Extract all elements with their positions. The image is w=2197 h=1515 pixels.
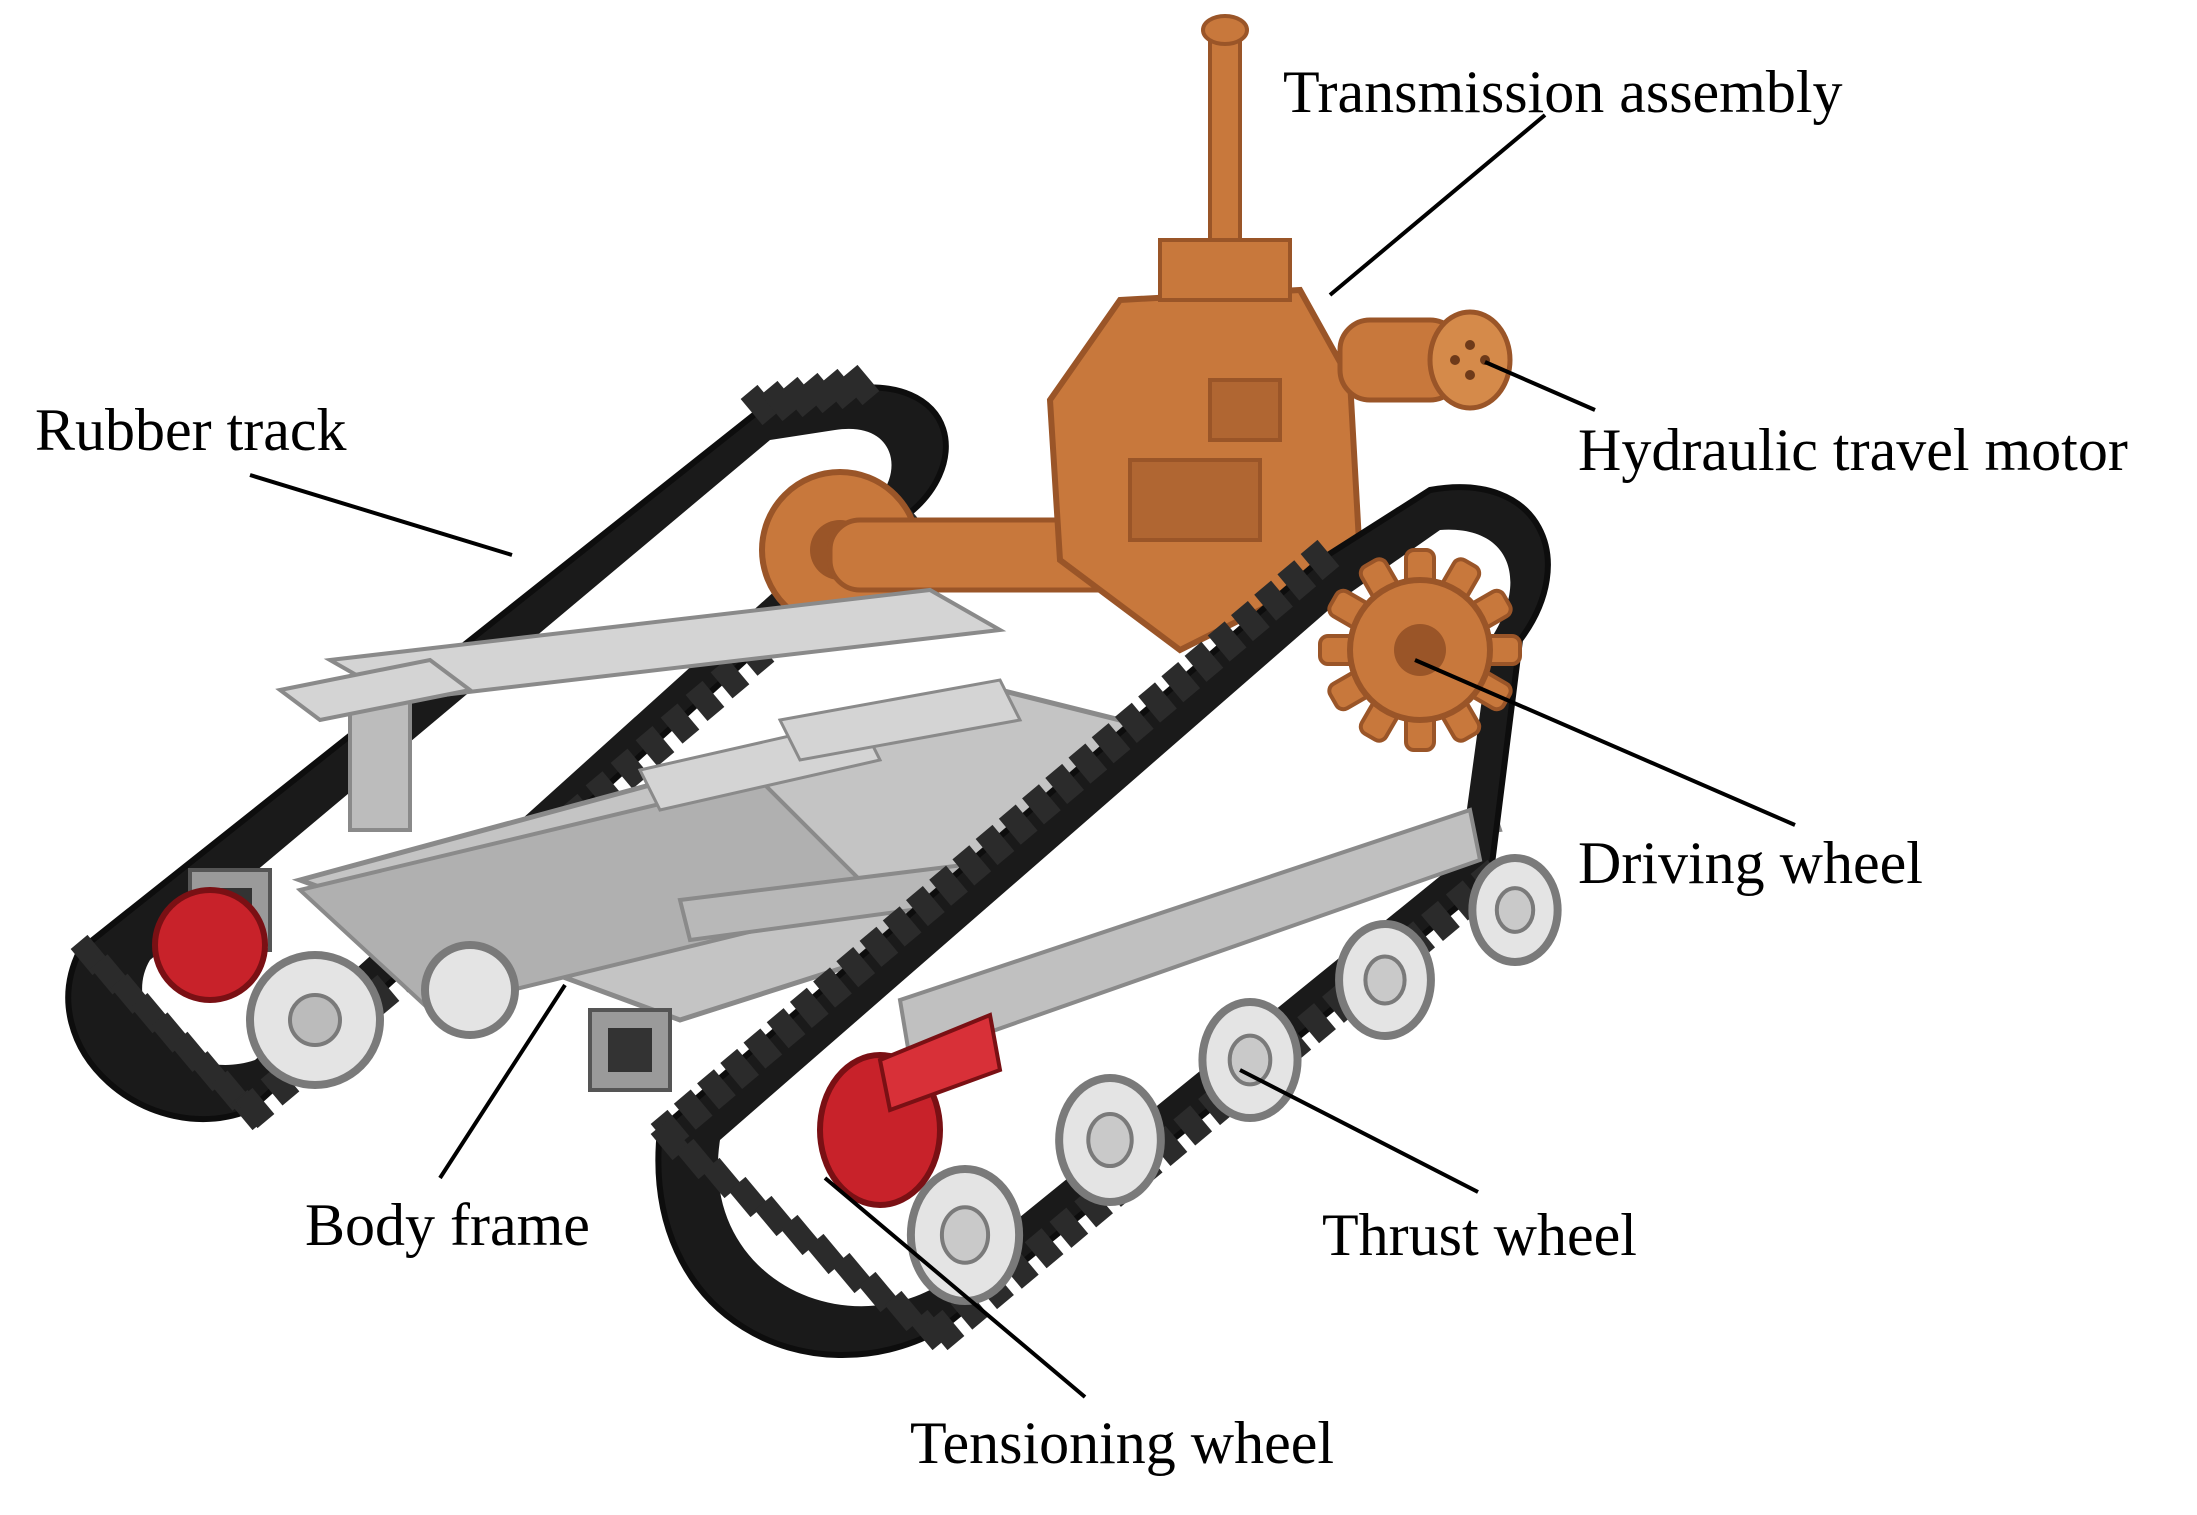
track-lug (1068, 743, 1108, 784)
track-lug (710, 658, 750, 699)
right-track-frame (897, 807, 1483, 1063)
track-lug (832, 1252, 872, 1294)
track-lug (1024, 1228, 1064, 1269)
label-tensioning-wheel: Tensioning wheel (910, 1410, 1335, 1476)
label-rubber-track: Rubber track (35, 397, 347, 463)
leader-driving-wheel (1414, 658, 1796, 827)
track-lug (1231, 600, 1270, 642)
leader-thrust-wheel (1239, 1068, 1479, 1194)
track-lug (800, 372, 840, 414)
track-lug (840, 364, 880, 406)
track-lug (766, 1008, 806, 1049)
track-lug (859, 926, 899, 967)
track-lug (1114, 702, 1154, 743)
track-lug (1277, 560, 1317, 601)
track-lug (697, 1069, 736, 1110)
track-lug (820, 368, 860, 410)
track-lug (754, 1195, 794, 1237)
track-lug (806, 1233, 846, 1275)
track-lug (1161, 662, 1201, 703)
track-lug (1254, 580, 1293, 621)
label-body-frame: Body frame (305, 1192, 590, 1258)
tensioning-wheel (817, 1012, 1003, 1208)
track-lug (952, 845, 992, 886)
hydraulic-travel-motor (1337, 309, 1513, 411)
track-lug (1184, 641, 1224, 682)
thrust-wheel-hub (1227, 1033, 1273, 1087)
leader-tensioning-wheel (823, 1176, 1087, 1399)
track-lug (610, 748, 650, 789)
track-lug (685, 680, 725, 722)
track-lug (780, 376, 820, 418)
track-lug (650, 1119, 690, 1161)
track-lug (1022, 784, 1061, 825)
driving-wheel (1318, 548, 1522, 752)
track-lug (1173, 1105, 1213, 1146)
track-lug (1138, 682, 1177, 723)
thrust-wheels (906, 854, 1562, 1305)
track-lug (836, 947, 876, 988)
leader-lines (249, 113, 1796, 1399)
thrust-wheel-hub (1086, 1111, 1134, 1169)
track-lug (740, 384, 780, 426)
track-lug (1297, 1003, 1336, 1044)
label-transmission-assembly: Transmission assembly (1283, 59, 1843, 125)
track-lug (998, 804, 1038, 845)
track-lug (660, 703, 700, 744)
leader-rubber-track (249, 473, 513, 557)
track-lug (676, 1138, 716, 1180)
track-lug (884, 1290, 924, 1332)
leader-transmission (1328, 113, 1547, 297)
label-hydraulic-travel-motor: Hydraulic travel motor (1578, 417, 2128, 483)
track-lug (1049, 1207, 1089, 1248)
track-lug (858, 1271, 898, 1313)
track-lug (975, 824, 1015, 866)
track-lug (673, 1089, 713, 1130)
track-lug (882, 906, 922, 947)
thrust-wheel-hub (939, 1205, 991, 1265)
transmission-assembly (1046, 14, 1364, 654)
track-lug (728, 1176, 768, 1218)
track-lug (813, 967, 852, 1008)
label-driving-wheel: Driving wheel (1578, 830, 1923, 896)
track-lug (906, 885, 945, 927)
track-lug (702, 1157, 742, 1199)
track-lug (720, 1048, 759, 1090)
label-thrust-wheel: Thrust wheel (1322, 1202, 1637, 1268)
track-lug (235, 1087, 275, 1129)
track-lug (780, 1214, 820, 1256)
track-lug (1421, 900, 1460, 942)
track-lug (635, 726, 675, 767)
track-lug (743, 1028, 783, 1069)
track-lug (1300, 539, 1340, 581)
leader-body-frame (438, 983, 567, 1180)
track-lug (929, 865, 968, 906)
track-lug (789, 987, 829, 1028)
track-lug (1091, 723, 1131, 764)
thrust-wheel-hub (1363, 954, 1407, 1006)
leader-motor (1484, 360, 1596, 412)
left-tensioning-wheel (152, 887, 268, 1003)
track-lug (760, 380, 800, 422)
left-thrust-wheels (246, 941, 519, 1089)
track-lug (925, 1309, 965, 1351)
track-lug (260, 1065, 300, 1106)
track-lug (1207, 621, 1247, 662)
thrust-wheel-hub (1494, 886, 1536, 934)
track-lug (1045, 763, 1084, 805)
